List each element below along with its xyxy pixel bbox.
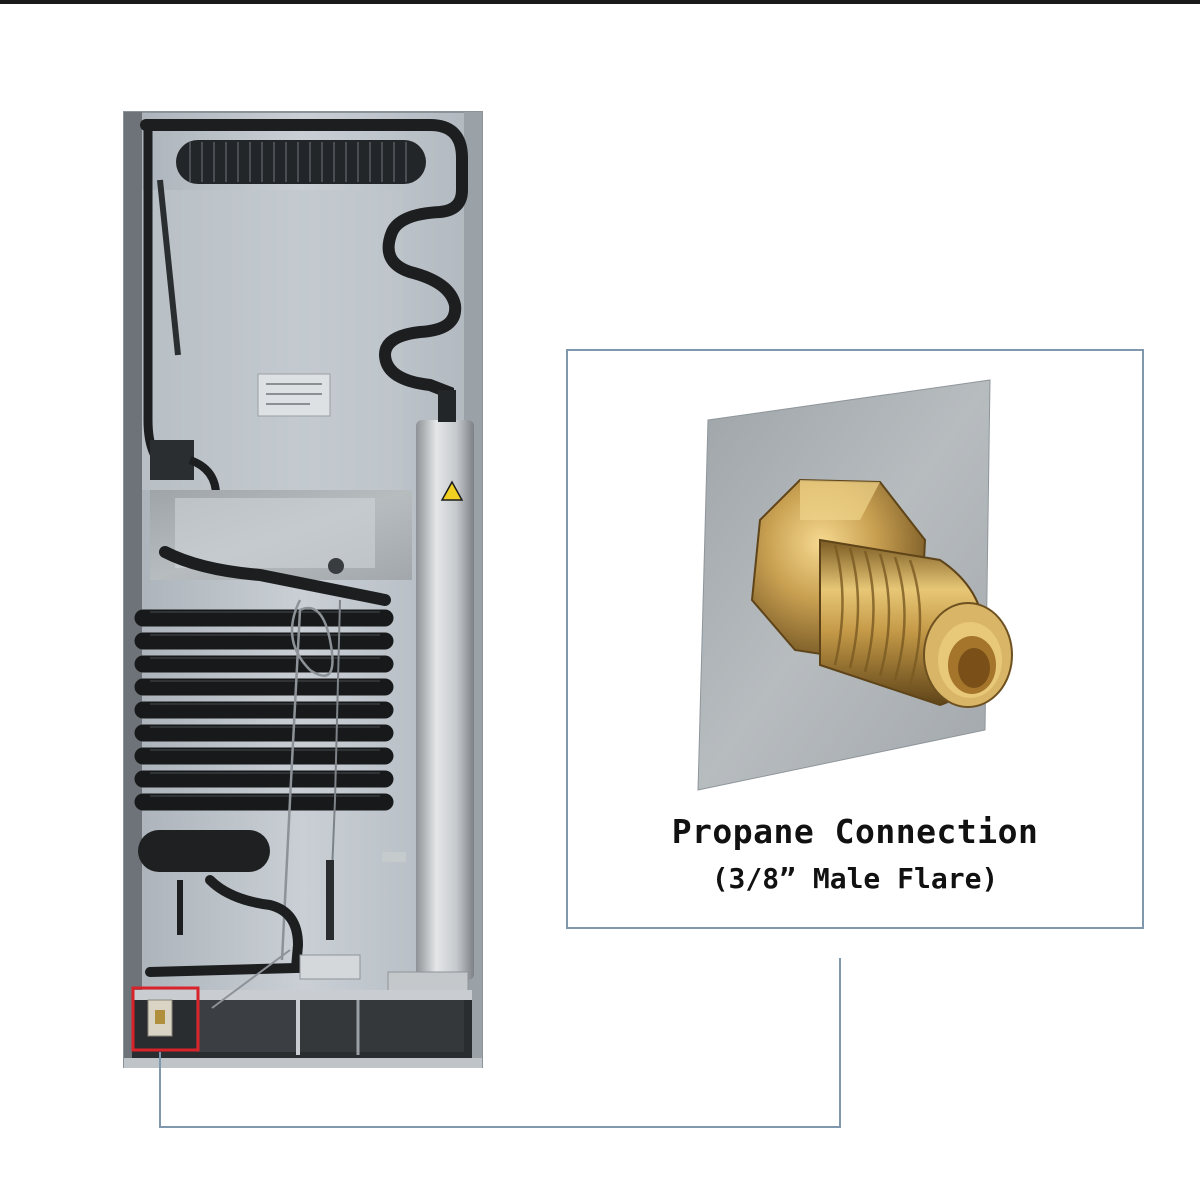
top-border-rule [0, 0, 1200, 4]
leader-line [159, 958, 841, 1128]
callout-title: Propane Connection [671, 812, 1039, 851]
lower-tank [138, 830, 270, 872]
thermocouple-wire [280, 599, 334, 961]
warning-triangle-icon [440, 480, 464, 501]
thermostat-box [150, 440, 194, 480]
propane-fitting-small [155, 1010, 165, 1024]
boiler-cylinder [416, 420, 474, 980]
callout-subtitle: (3/8” Male Flare) [711, 862, 999, 895]
side-edge [124, 112, 142, 1067]
serpentine-tube [140, 119, 468, 424]
highlight-box [131, 986, 200, 1052]
burner-bracket [299, 954, 361, 980]
condenser-coil-stack [134, 609, 394, 811]
